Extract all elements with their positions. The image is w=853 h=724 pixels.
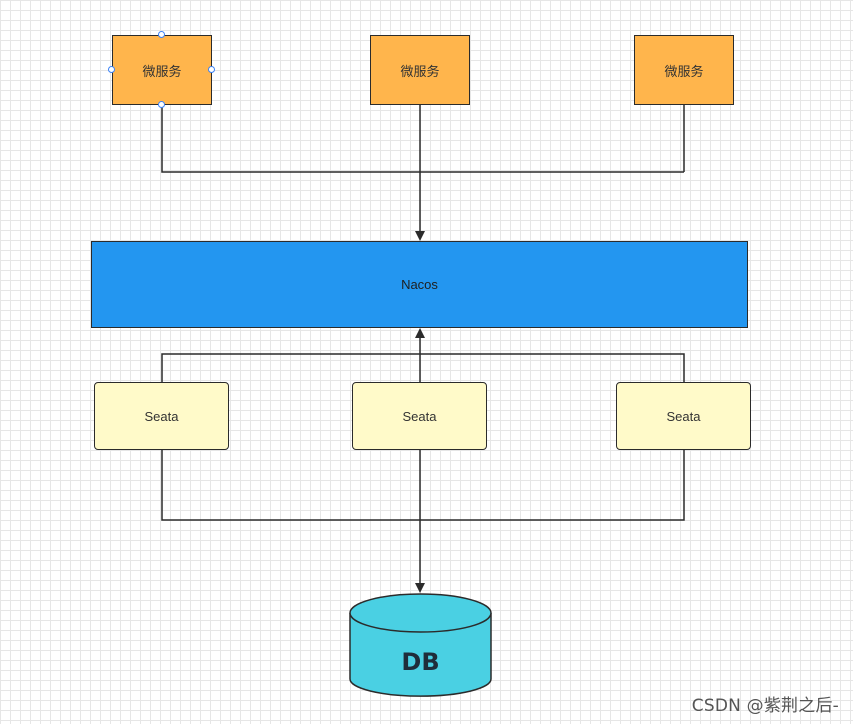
watermark-text: CSDN @紫荆之后- bbox=[691, 696, 839, 716]
nacos-label: Nacos bbox=[401, 277, 438, 292]
nacos-node[interactable]: Nacos bbox=[91, 241, 748, 328]
microservice-label-3: 微服务 bbox=[664, 64, 704, 80]
seata-node-2[interactable]: Seata bbox=[352, 382, 487, 450]
edge-seata-bus-top bbox=[161, 353, 685, 382]
edge-ms1-bus bbox=[161, 104, 684, 173]
seata-label-1: Seata bbox=[144, 408, 179, 424]
selection-handle-right[interactable] bbox=[208, 66, 215, 73]
seata-node-3[interactable]: Seata bbox=[616, 382, 751, 450]
database-cylinder[interactable] bbox=[349, 593, 492, 697]
seata-node-1[interactable]: Seata bbox=[94, 382, 229, 450]
microservice-node-1[interactable]: 微服务 bbox=[112, 35, 212, 105]
microservice-node-3[interactable]: 微服务 bbox=[634, 35, 734, 105]
microservice-label-1: 微服务 bbox=[142, 64, 182, 80]
edge-seata-bus-bottom bbox=[161, 449, 685, 521]
seata-label-2: Seata bbox=[402, 408, 437, 424]
database-label: DB bbox=[401, 648, 440, 676]
selection-handle-bottom[interactable] bbox=[158, 101, 165, 108]
microservice-node-2[interactable]: 微服务 bbox=[370, 35, 470, 105]
selection-handle-top[interactable] bbox=[158, 31, 165, 38]
microservice-label-2: 微服务 bbox=[400, 64, 440, 80]
seata-label-3: Seata bbox=[666, 408, 701, 424]
selection-handle-left[interactable] bbox=[108, 66, 115, 73]
